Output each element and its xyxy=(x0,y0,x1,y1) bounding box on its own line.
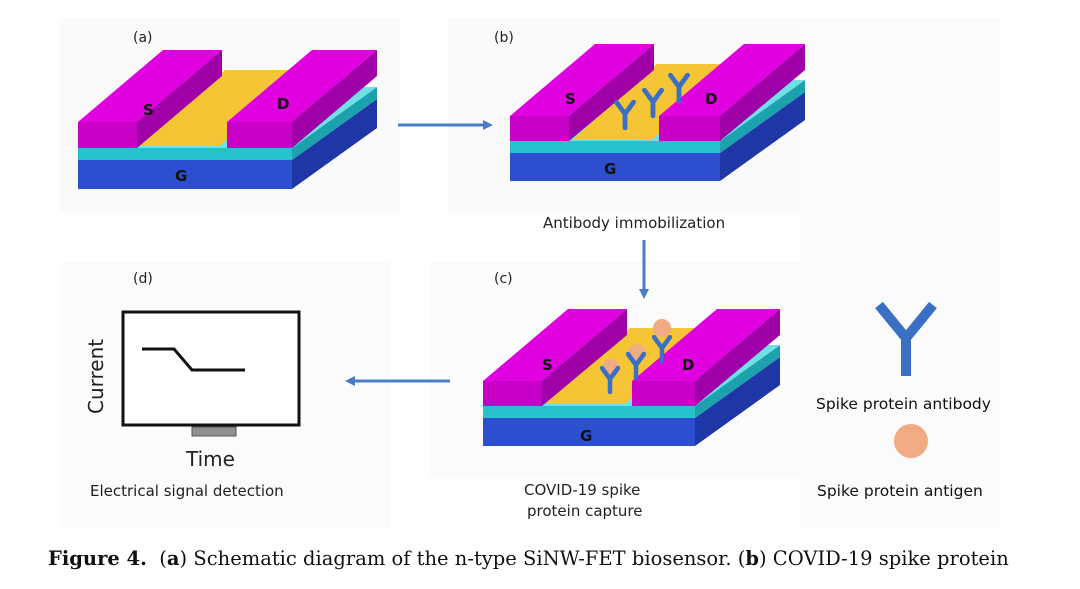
antigen-legend-label: Spike protein antigen xyxy=(817,482,983,500)
time-axis-label: Time xyxy=(185,447,235,471)
gate-label-c: G xyxy=(580,427,592,445)
biosensor-diagram: (a) S D G (b) S D G Antibody immobilizat… xyxy=(78,30,991,520)
caption-letter-b: b xyxy=(745,547,759,570)
caption-letter-a: a xyxy=(166,547,180,570)
source-label-c: S xyxy=(542,356,553,374)
panel-b-label: (b) xyxy=(494,30,514,46)
panel-c-caption-line2: protein capture xyxy=(527,502,643,520)
gate-label-a: G xyxy=(175,167,187,185)
antibody-legend-icon xyxy=(875,301,937,376)
gate-label-b: G xyxy=(604,160,616,178)
drain-label-a: D xyxy=(277,95,289,113)
caption-text-a-open: ( xyxy=(159,547,167,570)
panel-d-caption: Electrical signal detection xyxy=(90,482,284,500)
caption-text-b: ) COVID-19 spike protein xyxy=(759,547,1009,570)
antibodies-c xyxy=(602,319,671,392)
signal-trace xyxy=(142,347,245,372)
source-label-a: S xyxy=(143,101,154,119)
panel-c-caption-line1: COVID-19 spike xyxy=(524,481,640,499)
monitor-stand xyxy=(191,426,237,437)
antigen-legend-icon xyxy=(894,424,928,458)
panel-c-label: (c) xyxy=(494,271,513,287)
panel-d-label: (d) xyxy=(133,271,153,287)
device-b xyxy=(510,44,805,181)
figure-caption: Figure 4. (a) Schematic diagram of the n… xyxy=(48,547,1078,570)
monitor xyxy=(121,310,301,437)
antibody-legend-label: Spike protein antibody xyxy=(816,395,991,413)
caption-text-a: ) Schematic diagram of the n-type SiNW-F… xyxy=(179,547,746,570)
device-c xyxy=(483,309,780,446)
antigen-dot xyxy=(653,319,671,337)
panel-b-caption: Antibody immobilization xyxy=(543,214,725,232)
source-label-b: S xyxy=(565,90,576,108)
drain-label-c: D xyxy=(682,356,694,374)
current-axis-label: Current xyxy=(84,339,108,414)
figure-label: Figure 4. xyxy=(48,547,147,570)
device-a xyxy=(78,50,377,189)
panel-a-label: (a) xyxy=(133,30,153,46)
drain-label-b: D xyxy=(705,90,717,108)
